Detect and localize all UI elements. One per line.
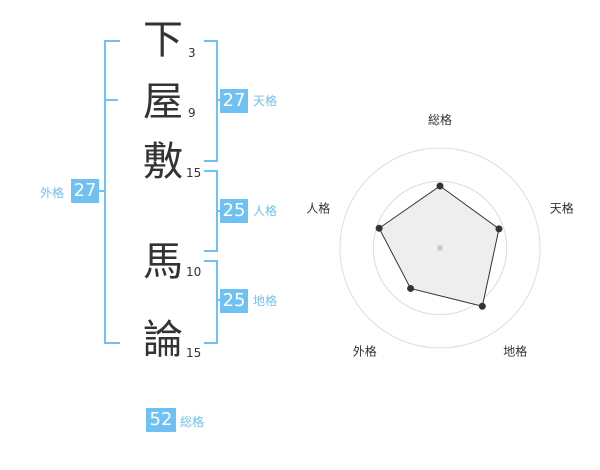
chikaku-bracket [204,260,218,344]
jinkaku-value: 25 [220,199,248,223]
chikaku-connector [216,299,220,301]
soukaku-value: 52 [146,408,176,432]
axis-label-gaikaku: 外格 [353,344,377,359]
axis-label-soukaku: 総格 [428,112,452,127]
gaikaku-bracket-tick [104,99,118,101]
radar-center-dot [437,245,443,251]
stroke-count-5: 15 [186,346,202,360]
name-char-2: 屋 [143,79,183,125]
radar-point-1 [495,225,503,233]
name-char-1: 下 [143,17,183,63]
gaikaku-connector [98,190,104,192]
name-char-3: 敷 [143,139,183,185]
radar-point-4 [375,224,383,232]
radar-point-0 [436,182,444,190]
tenkaku-label: 天格 [253,94,278,108]
radar-point-3 [407,284,415,292]
radar-chart: 総格 天格 地格 外格 人格 [306,112,574,359]
gaikaku-bracket [104,40,120,344]
chikaku-label: 地格 [253,294,278,308]
stroke-count-4: 10 [186,265,202,279]
name-char-4: 馬 [143,239,183,285]
gaikaku-value: 27 [71,179,99,203]
tenkaku-value: 27 [220,89,248,113]
stroke-count-3: 15 [186,166,202,180]
chikaku-value: 25 [220,289,248,313]
radar-ring [339,147,541,349]
axis-label-chikaku: 地格 [503,344,527,359]
radar-points [375,182,503,310]
tenkaku-bracket [204,40,218,162]
axis-label-tenkaku: 天格 [550,200,574,215]
name-char-5: 論 [143,317,183,363]
radar-ring [372,180,508,316]
radar-point-2 [478,302,486,310]
gaikaku-label: 外格 [40,186,65,200]
tenkaku-connector [216,99,220,101]
axis-label-jinkaku: 人格 [306,200,330,215]
jinkaku-connector [216,210,220,212]
soukaku-label: 総格 [180,415,205,429]
stroke-count-1: 3 [188,46,196,60]
stroke-count-2: 9 [188,106,196,120]
jinkaku-label: 人格 [253,204,278,218]
